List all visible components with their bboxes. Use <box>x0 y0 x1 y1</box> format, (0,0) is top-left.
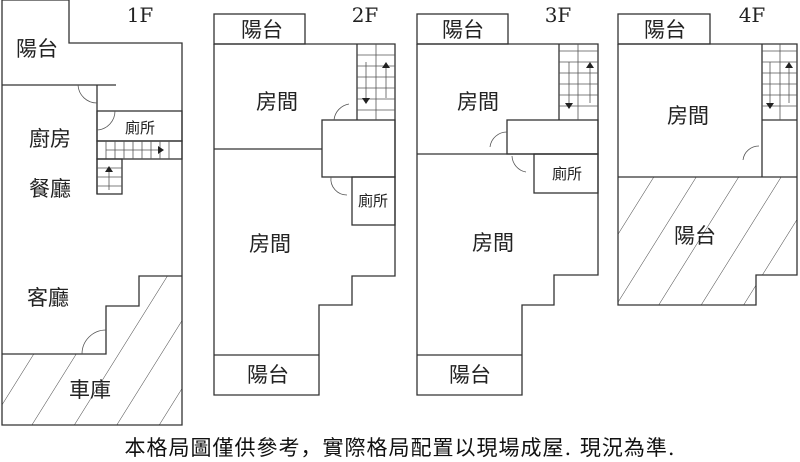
floor-1f: 1F 陽台 廚房 餐廳 客廳 車庫 廁所 <box>1 0 183 426</box>
door-arc <box>511 155 527 173</box>
floor-label-2f: 2F <box>352 3 379 27</box>
label-kitchen: 廚房 <box>29 127 71 151</box>
floor-3f: 3F 陽台 房間 房間 廁所 陽台 <box>416 3 599 396</box>
label-room-2: 房間 <box>249 232 291 256</box>
label-living: 客廳 <box>27 286 69 310</box>
stairs <box>558 44 598 120</box>
door-arc <box>77 84 98 104</box>
disclaimer-note: 本格局圖僅供參考，實際格局配置以現場成屋. 現況為準. <box>124 436 676 460</box>
label-terrace: 陽台 <box>674 224 716 248</box>
floor-4f: 4F 陽台 房間 陽台 <box>617 3 798 306</box>
label-room: 房間 <box>667 104 709 128</box>
label-room-1: 房間 <box>457 90 499 114</box>
terrace-hatch <box>618 177 797 305</box>
stairs <box>96 140 183 195</box>
floor-2f: 2F 陽台 房間 房間 廁所 陽台 <box>213 3 396 396</box>
stairs <box>762 44 797 121</box>
label-balcony: 陽台 <box>16 37 58 61</box>
door-arc <box>96 110 116 131</box>
label-balcony-back: 陽台 <box>449 363 491 387</box>
label-balcony-back: 陽台 <box>247 363 289 387</box>
label-balcony-front: 陽台 <box>442 18 484 42</box>
floor-label-1f: 1F <box>127 3 154 27</box>
garage-hatch <box>2 276 182 425</box>
floor-label-4f: 4F <box>739 3 766 27</box>
label-toilet: 廁所 <box>125 119 155 137</box>
outer-wall <box>1 0 183 426</box>
door-arc <box>81 329 107 355</box>
label-room-2: 房間 <box>472 231 514 255</box>
door-arc <box>333 103 350 121</box>
label-room-1: 房間 <box>256 90 298 114</box>
label-toilet: 廁所 <box>552 165 582 183</box>
door-arc <box>330 176 348 196</box>
floor-label-3f: 3F <box>545 3 572 27</box>
label-toilet: 廁所 <box>358 192 388 210</box>
door-arc <box>489 131 508 148</box>
label-balcony-front: 陽台 <box>644 18 686 42</box>
door-arc <box>742 145 760 161</box>
stairs <box>356 44 395 120</box>
label-dining: 餐廳 <box>29 177 71 201</box>
label-garage: 車庫 <box>69 378 111 402</box>
label-balcony-front: 陽台 <box>241 18 283 42</box>
